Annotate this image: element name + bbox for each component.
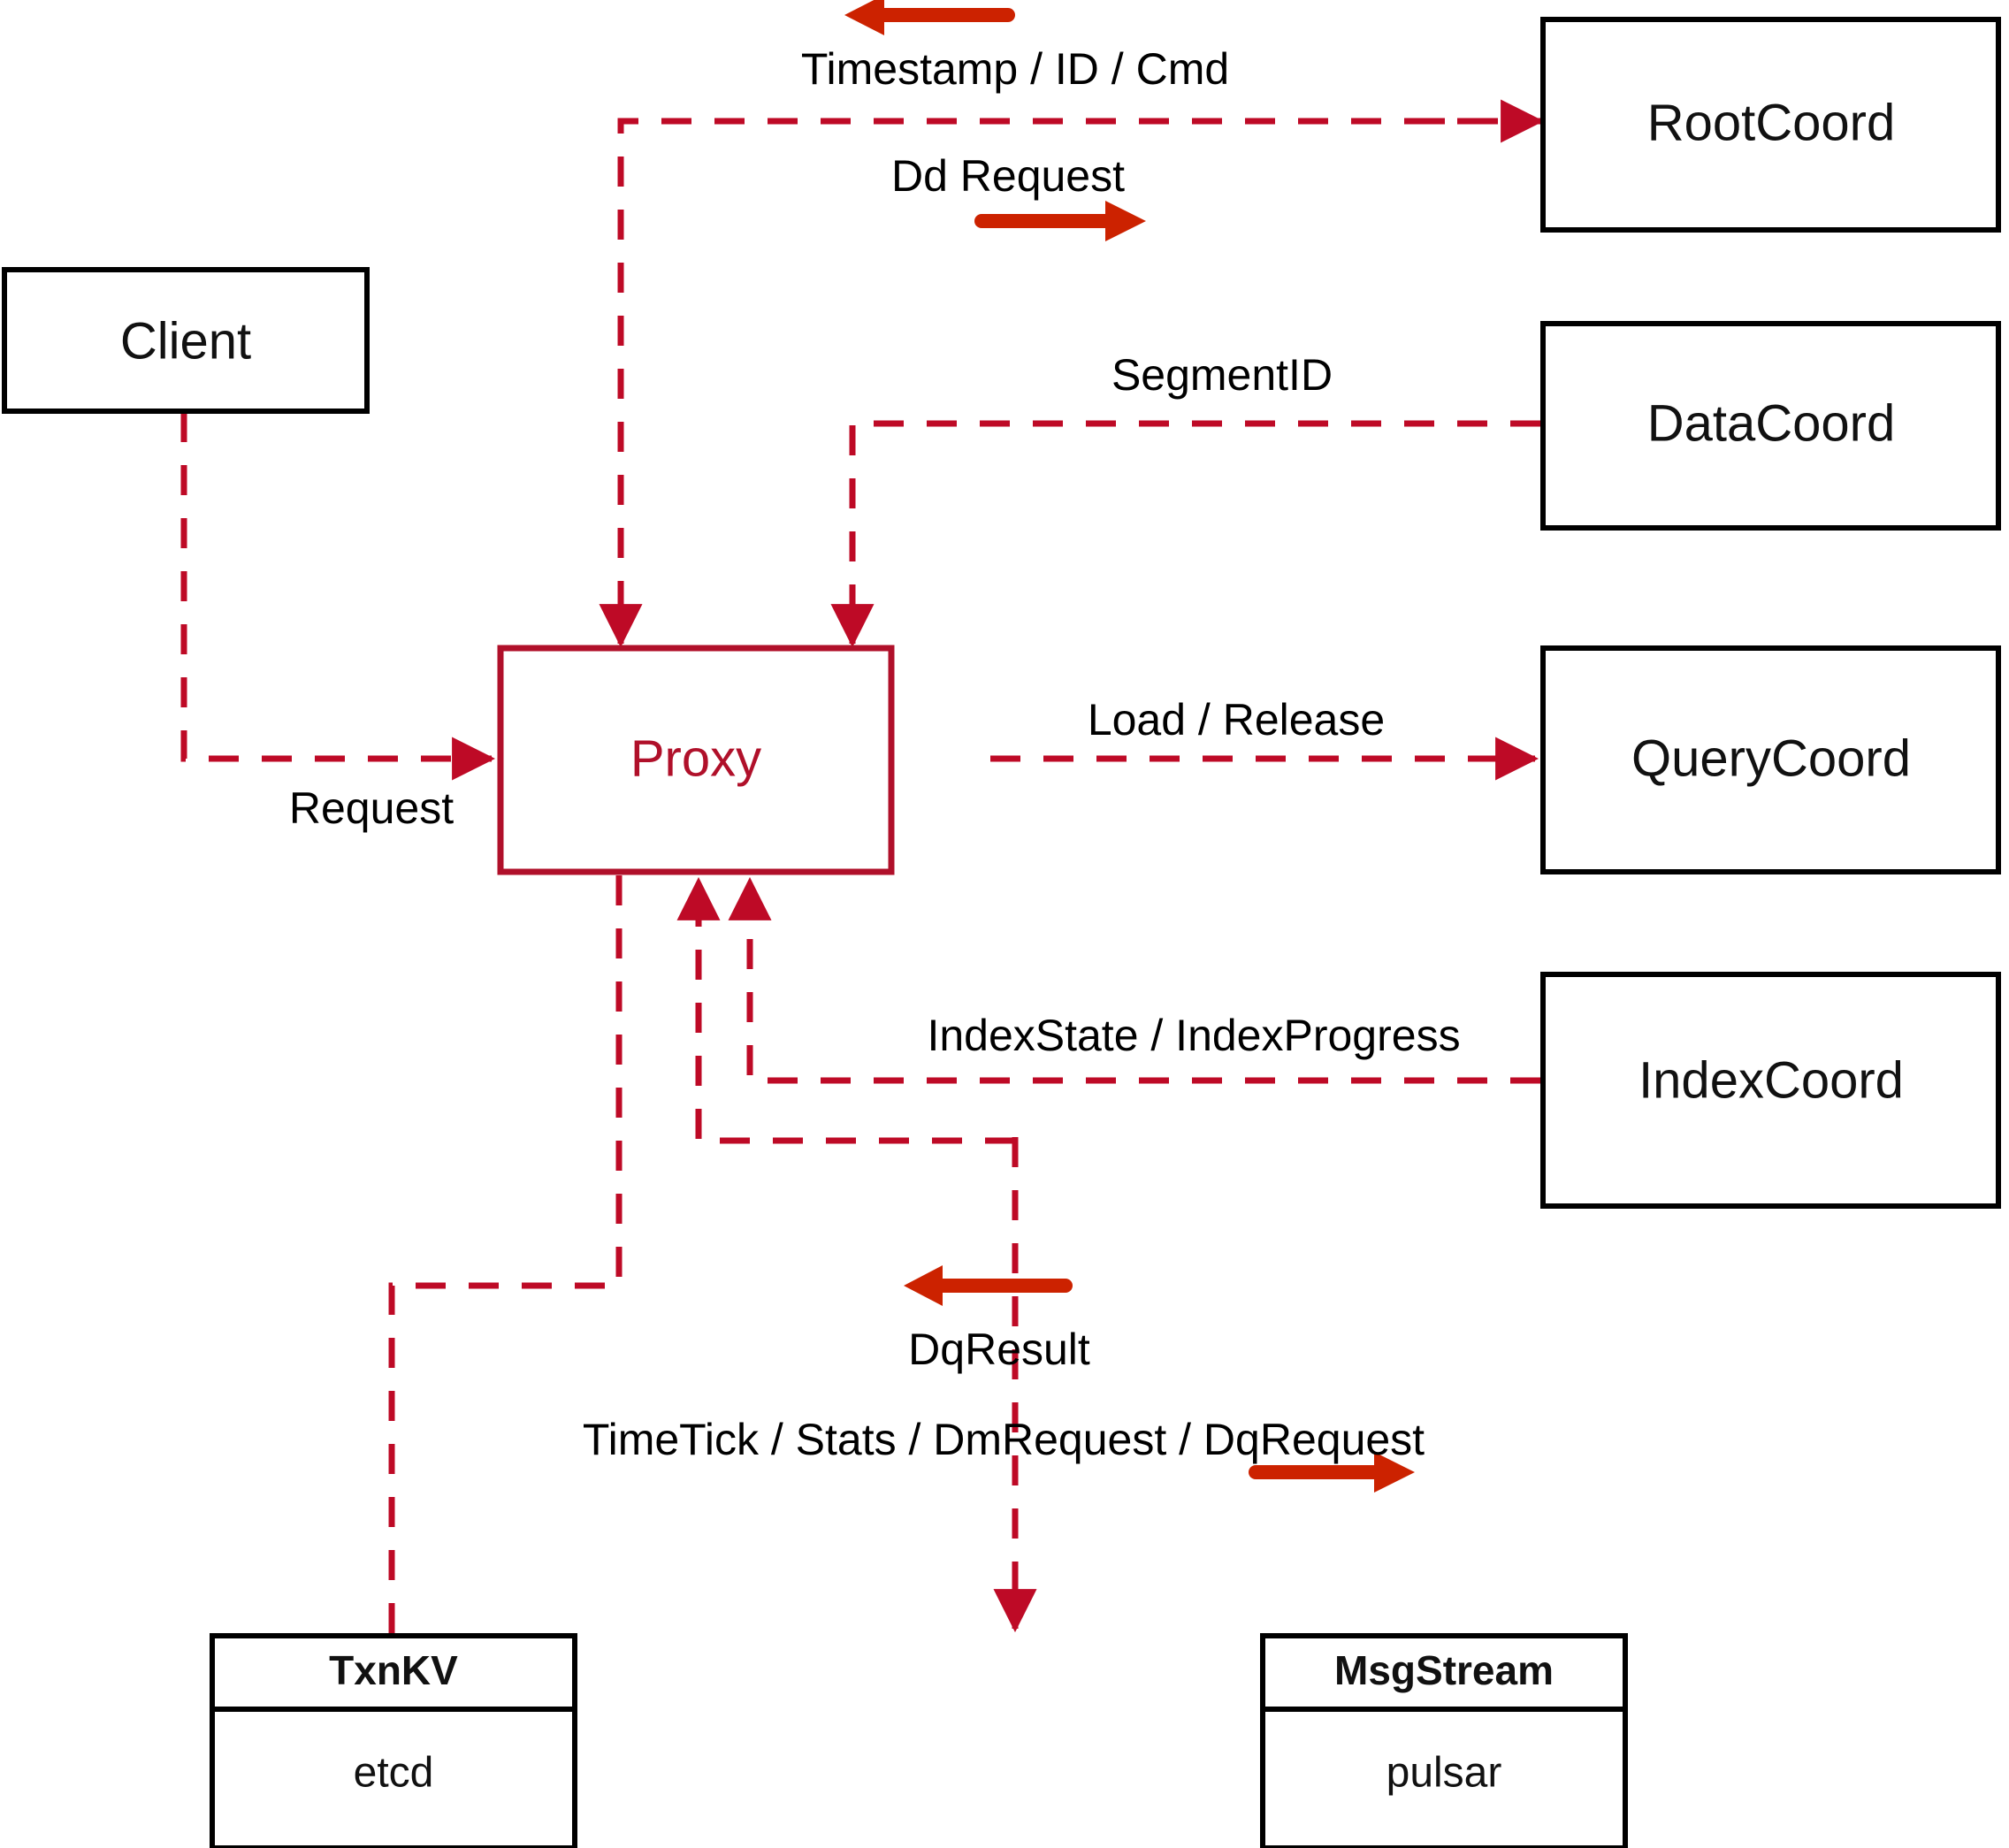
flow-datacoord-to-proxy (830, 420, 1540, 648)
edge-label-timestamp-id-cmd: Timestamp / ID / Cmd (801, 44, 1229, 94)
edge-label-load-release: Load / Release (1088, 695, 1385, 745)
bold-arrow-right-ddrequest (974, 201, 1146, 241)
node-datacoord[interactable]: DataCoord (1540, 321, 2001, 531)
bold-arrow-right-timetick (1249, 1452, 1415, 1493)
node-datacoord-label: DataCoord (1647, 394, 1895, 452)
node-msgstream[interactable]: MsgStream pulsar (1260, 1633, 1628, 1848)
edge-label-index-state: IndexState / IndexProgress (927, 1011, 1460, 1060)
node-proxy[interactable]: Proxy (497, 645, 895, 875)
node-rootcoord-label: RootCoord (1647, 94, 1895, 151)
node-querycoord-label: QueryCoord (1631, 729, 1911, 787)
edge-label-timetick-stats: TimeTick / Stats / DmRequest / DqRequest (583, 1415, 1425, 1464)
node-client-label: Client (120, 312, 251, 370)
node-txnkv-header: TxnKV (329, 1647, 458, 1693)
node-msgstream-body: pulsar (1386, 1750, 1502, 1797)
flow-rootcoord-proxy (599, 118, 1540, 648)
node-msgstream-header: MsgStream (1334, 1647, 1554, 1693)
node-txnkv[interactable]: TxnKV etcd (210, 1633, 577, 1848)
flow-client-to-proxy (180, 412, 496, 781)
node-proxy-label: Proxy (630, 729, 761, 787)
node-txnkv-body: etcd (354, 1750, 434, 1797)
flow-indexcoord-to-proxy (728, 876, 1540, 1084)
node-querycoord[interactable]: QueryCoord (1540, 645, 2001, 874)
flow-msgstream-to-proxy (676, 876, 1015, 1144)
node-indexcoord[interactable]: IndexCoord (1540, 972, 2001, 1209)
node-client[interactable]: Client (2, 267, 370, 414)
bold-arrow-left-timestamp (844, 0, 1015, 35)
edge-label-dq-result: DqResult (908, 1325, 1090, 1374)
bold-arrow-left-dqresult (904, 1265, 1073, 1306)
edge-label-request: Request (289, 783, 454, 833)
node-rootcoord[interactable]: RootCoord (1540, 17, 2001, 233)
edge-label-segment-id: SegmentID (1111, 350, 1333, 400)
flow-proxy-to-txnkv (388, 875, 623, 1636)
edge-label-dd-request: Dd Request (891, 151, 1125, 201)
node-indexcoord-label: IndexCoord (1639, 1051, 1904, 1109)
